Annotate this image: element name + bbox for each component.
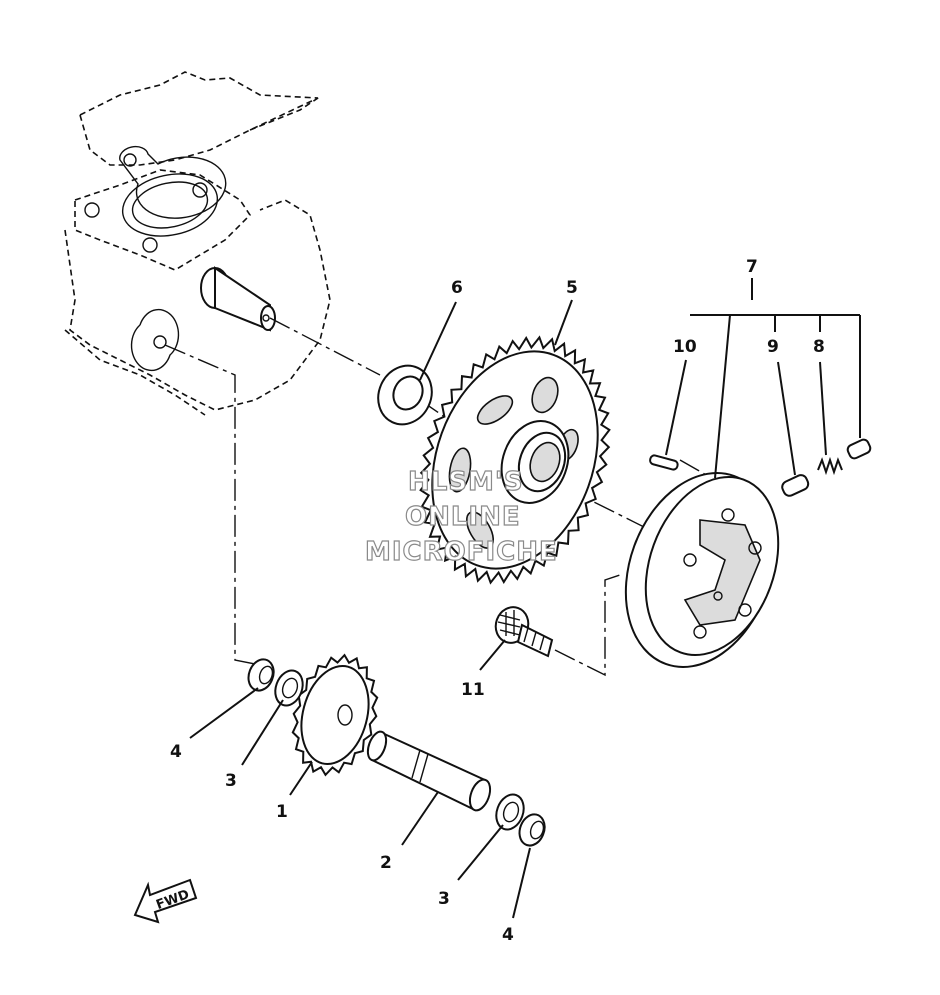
callout-6: 6 — [451, 278, 463, 298]
pin-part-10 — [649, 454, 679, 471]
roller-part-9 — [781, 474, 810, 497]
circlip-part-4-upper — [247, 658, 275, 692]
watermark-line-3: MICROFICHE — [365, 537, 558, 567]
circlip-part-4-lower — [518, 813, 546, 847]
watermark-line-1: HLSM'S — [408, 467, 524, 497]
callout-10: 10 — [673, 337, 697, 357]
starter-clutch-assembly-part-7 — [624, 472, 780, 668]
callout-numbers: 6 5 7 10 9 8 11 4 3 1 2 3 4 — [170, 257, 825, 945]
callout-8: 8 — [813, 337, 825, 357]
washer-part-3-upper — [274, 669, 304, 707]
spring-part-8 — [817, 456, 843, 476]
callout-3-upper: 3 — [225, 771, 237, 791]
callout-4-lower: 4 — [502, 925, 514, 945]
engine-crankcase — [64, 71, 331, 416]
forward-direction-arrow: FWD — [133, 878, 198, 924]
callout-5: 5 — [566, 278, 578, 298]
crankshaft-stub — [200, 266, 276, 332]
callout-2: 2 — [380, 853, 392, 873]
spring-cap — [846, 438, 872, 460]
callout-1: 1 — [276, 802, 288, 822]
callout-9: 9 — [767, 337, 779, 357]
watermark: HLSM'S ONLINE MICROFICHE — [364, 466, 558, 567]
starter-wheel-gear-part-5 — [419, 335, 611, 585]
washer-part-6 — [377, 364, 433, 426]
shaft-part-2 — [366, 730, 492, 812]
callout-11: 11 — [461, 680, 485, 700]
callout-7: 7 — [746, 257, 758, 277]
callout-4-upper: 4 — [170, 742, 182, 762]
watermark-line-2: ONLINE — [405, 502, 521, 532]
washer-part-3-lower — [495, 793, 525, 831]
callout-3-lower: 3 — [438, 889, 450, 909]
idle-gear-part-1 — [291, 653, 379, 777]
leader-lines — [189, 278, 861, 919]
bolt-part-11 — [494, 606, 554, 658]
